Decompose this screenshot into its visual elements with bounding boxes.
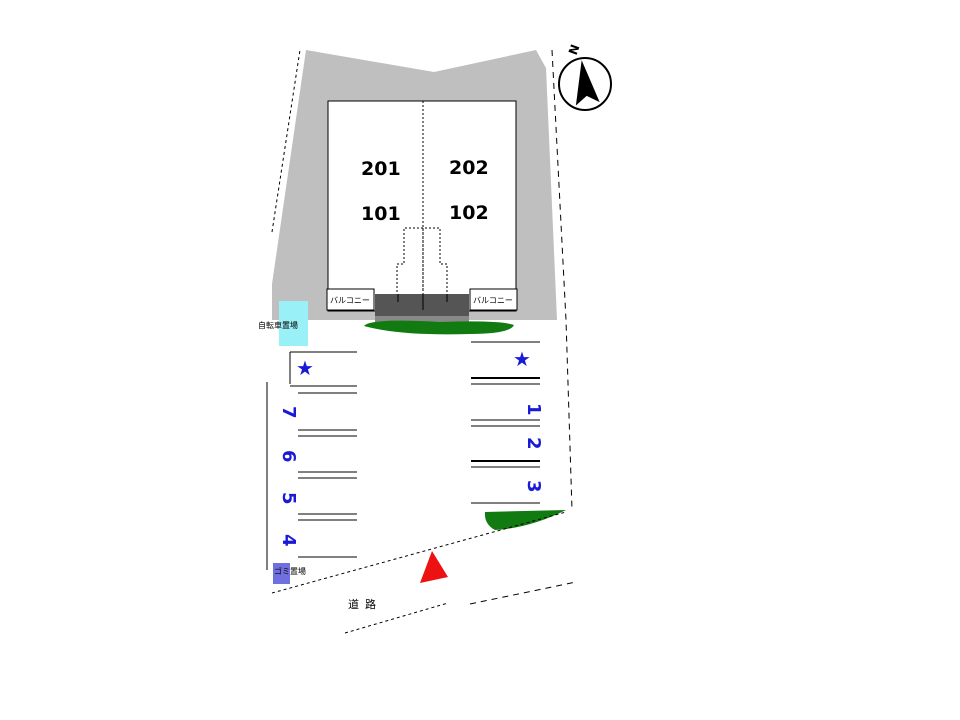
north-compass-icon: N <box>558 43 612 111</box>
road-edge-bottom-2 <box>469 581 577 605</box>
bike-parking-label: 自転車置場 <box>258 320 298 330</box>
slot-5: 5 <box>278 492 299 505</box>
stair-outline <box>396 227 448 292</box>
site-boundary-right <box>551 49 573 511</box>
entrance-band-bottom <box>375 316 469 324</box>
slot-7: 7 <box>278 406 299 419</box>
planting-corner <box>484 510 566 530</box>
building <box>327 100 517 312</box>
balcony-right-label: バルコニー <box>473 296 513 305</box>
slot-2: 2 <box>523 437 544 450</box>
entrance-arrow-icon <box>420 551 448 583</box>
garbage-label: ゴミ置場 <box>274 566 306 576</box>
room-201: 201 <box>361 158 401 180</box>
balcony-left-label: バルコニー <box>330 296 370 305</box>
road-edge-top <box>271 511 567 594</box>
star-right: ★ <box>513 347 531 371</box>
balcony-left-box <box>326 288 375 311</box>
garbage-area <box>273 563 290 584</box>
star-left: ★ <box>296 356 314 380</box>
slot-1: 1 <box>523 403 544 416</box>
balcony-right-box <box>469 288 518 311</box>
north-label: N <box>566 43 583 57</box>
room-102: 102 <box>449 202 489 224</box>
slot-6: 6 <box>278 450 299 463</box>
slot-4: 4 <box>278 534 299 547</box>
bike-parking-area <box>279 301 308 346</box>
site-boundary-left <box>271 49 301 233</box>
planting-entrance <box>364 320 514 335</box>
slot-3: 3 <box>523 480 544 493</box>
room-101: 101 <box>361 203 401 225</box>
room-202: 202 <box>449 157 489 179</box>
road-label: 道路 <box>348 597 382 611</box>
entrance-band <box>375 294 469 316</box>
